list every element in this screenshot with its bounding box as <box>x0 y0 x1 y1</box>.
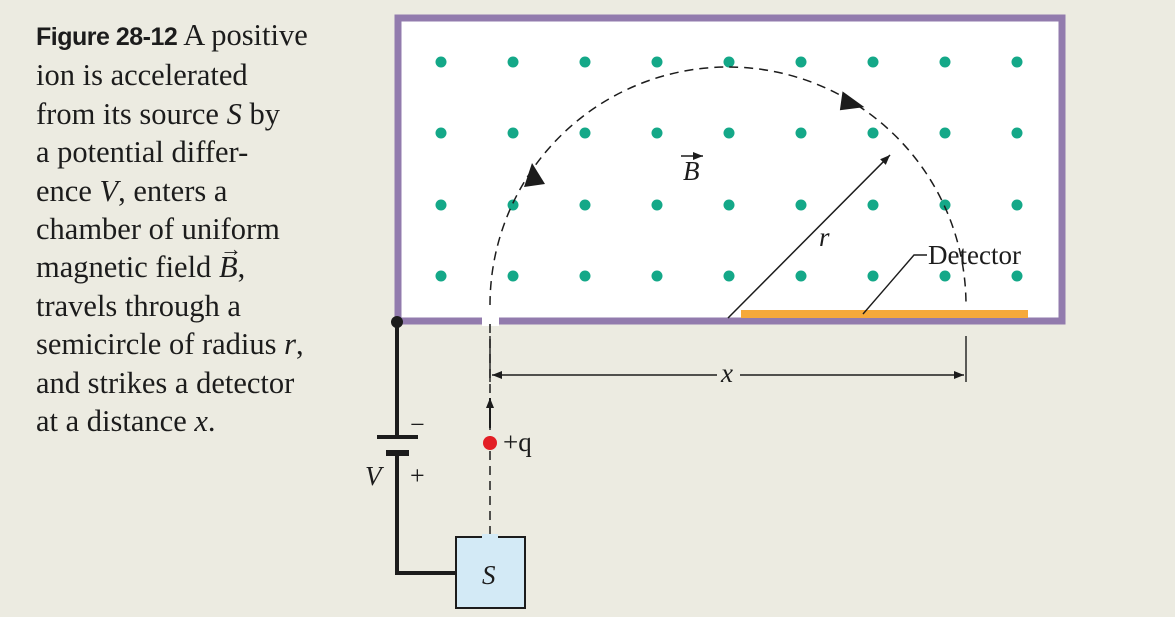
field-dot <box>507 127 519 139</box>
field-dots-grid <box>435 56 1023 282</box>
wire-junction <box>391 316 403 328</box>
trajectory-arrow-right <box>839 91 865 111</box>
detector-label: Detector <box>928 240 1021 270</box>
field-dot <box>579 270 591 282</box>
field-dot <box>795 199 807 211</box>
field-dot <box>1011 270 1023 282</box>
field-dot <box>579 127 591 139</box>
field-dot <box>939 270 951 282</box>
field-dot <box>507 270 519 282</box>
radius-arrow <box>727 154 891 319</box>
entrance-slit <box>482 315 499 326</box>
field-dot <box>723 127 735 139</box>
source-exit-slit <box>482 534 498 540</box>
field-dot <box>867 270 879 282</box>
b-field-label: B <box>683 156 700 186</box>
source-label: S <box>482 560 496 590</box>
field-dot <box>795 270 807 282</box>
field-dot <box>651 270 663 282</box>
wire-bottom <box>395 455 456 575</box>
field-dot <box>435 199 447 211</box>
field-dot <box>507 199 519 211</box>
detector-leader-line <box>862 254 927 315</box>
field-dot <box>867 56 879 68</box>
field-dot <box>1011 127 1023 139</box>
field-dot <box>435 127 447 139</box>
field-dot <box>939 127 951 139</box>
field-dot <box>867 199 879 211</box>
detector-plate <box>741 310 1028 318</box>
field-dot <box>1011 56 1023 68</box>
field-dot <box>579 199 591 211</box>
field-dot <box>435 56 447 68</box>
voltage-label: V <box>365 461 385 491</box>
b-vector-symbol: B <box>219 230 242 286</box>
field-dot <box>651 127 663 139</box>
field-dot <box>795 127 807 139</box>
field-dot <box>651 56 663 68</box>
field-dot <box>867 127 879 139</box>
positive-ion <box>483 436 497 450</box>
field-dot <box>939 199 951 211</box>
distance-label: x <box>720 358 733 388</box>
field-dot <box>1011 199 1023 211</box>
field-dot <box>723 270 735 282</box>
charge-label: +q <box>503 427 532 457</box>
radius-label: r <box>819 222 830 252</box>
field-dot <box>507 56 519 68</box>
trajectory-arrow-left <box>524 163 545 187</box>
field-dot <box>579 56 591 68</box>
battery-minus-label: − <box>410 410 425 439</box>
ion-source-box <box>455 536 526 609</box>
field-dot <box>723 56 735 68</box>
field-dot <box>723 199 735 211</box>
figure-caption: Figure 28-12 A positive ion is accelerat… <box>36 16 366 440</box>
field-dot <box>795 56 807 68</box>
field-dot <box>939 56 951 68</box>
ion-trajectory <box>489 66 967 306</box>
figure-label: Figure 28-12 <box>36 23 178 51</box>
field-dot <box>435 270 447 282</box>
field-dot <box>651 199 663 211</box>
battery-plus-label: + <box>410 461 425 490</box>
magnetic-field-chamber <box>394 14 1066 325</box>
